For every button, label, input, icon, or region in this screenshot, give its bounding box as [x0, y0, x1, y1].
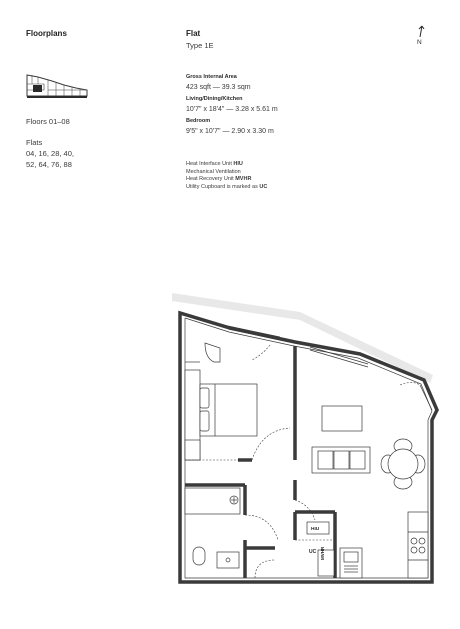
- legend-uc: Utility Cupboard is marked as UC: [186, 184, 267, 192]
- utility-units: [306, 521, 335, 577]
- floors-range: Floors 01–08: [26, 117, 70, 126]
- north-arrow: N: [413, 24, 429, 48]
- hiu-tag: HIU: [311, 527, 320, 532]
- door-swings: [244, 344, 421, 579]
- mvhr-tag: MVHR: [320, 546, 325, 560]
- flats-heading: Flats: [26, 138, 43, 147]
- key-plan-icon: [26, 74, 88, 98]
- section-title: Floorplans: [26, 29, 67, 38]
- legend-mech: Mechanical Ventilation: [186, 168, 241, 175]
- legend-uc-text: Utility Cupboard is marked as: [186, 183, 258, 190]
- north-label: N: [417, 39, 422, 46]
- gia-value: 423 sqft — 39.3 sqm: [186, 84, 251, 91]
- windows: [227, 325, 433, 411]
- coffee-table: [321, 405, 363, 432]
- bathroom: [184, 487, 241, 569]
- sofa: [311, 446, 371, 474]
- internal-walls: [185, 346, 337, 578]
- bedroom-label: Bedroom: [186, 118, 211, 124]
- dining-table: [380, 438, 426, 490]
- unit-title: Flat: [186, 29, 201, 38]
- bedroom-fixture: [185, 342, 221, 363]
- kitchen: [339, 511, 429, 579]
- legend: Heat Interface Unit HIU Mechanical Venti…: [186, 161, 267, 191]
- bedroom-value: 9'5" x 10'7" — 2.90 x 3.30 m: [186, 128, 274, 135]
- north-arrow-icon: [418, 25, 425, 38]
- unit-type: Type 1E: [186, 41, 214, 50]
- key-plan: [24, 70, 90, 102]
- living-label: Living/Dining/Kitchen: [186, 96, 243, 102]
- outer-walls: [178, 310, 439, 584]
- legend-hiu-abbr: HIU: [233, 161, 243, 167]
- flats-list-line2: 52, 64, 76, 88: [26, 160, 72, 169]
- uc-tag: UC: [309, 549, 317, 555]
- living-value: 10'7" x 18'4" — 3.28 x 5.61 m: [186, 106, 278, 113]
- threshold-lines: [185, 459, 335, 541]
- legend-uc-abbr: UC: [259, 183, 268, 190]
- legend-hiu: Heat Interface Unit HIU: [186, 161, 267, 169]
- legend-mvhr-abbr: MVHR: [235, 176, 252, 183]
- legend-mvhr: Heat Recovery Unit MVHR: [186, 176, 267, 184]
- gia-label: Gross Internal Area: [186, 74, 237, 80]
- flats-list-line1: 04, 16, 28, 40,: [26, 149, 74, 158]
- legend-mvhr-text: Heat Recovery Unit: [186, 176, 234, 183]
- legend-hiu-text: Heat Interface Unit: [186, 161, 232, 167]
- bed: [184, 369, 258, 461]
- balcony-shading: [172, 293, 433, 383]
